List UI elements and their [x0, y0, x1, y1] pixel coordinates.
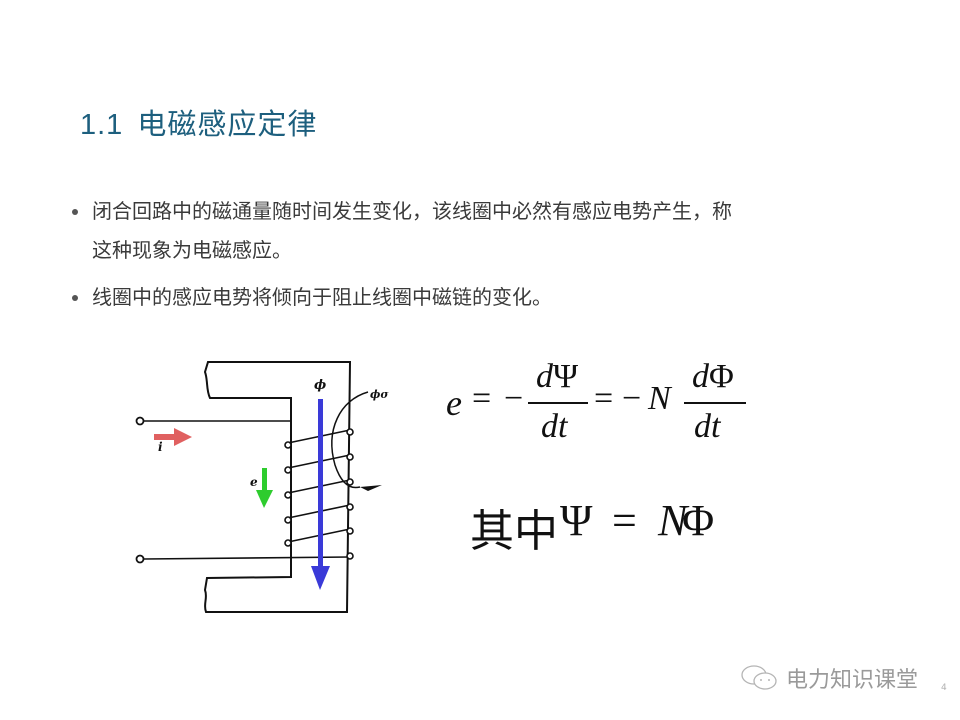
wechat-icon	[741, 665, 777, 690]
equals-sign: =	[594, 380, 614, 417]
fraction1-denominator: dt	[541, 408, 568, 445]
bullet-text-line: 这种现象为电磁感应。	[92, 238, 292, 262]
flux-label: ϕ	[314, 378, 326, 393]
title-number: 1.1	[80, 109, 124, 141]
terminal-bottom-icon	[135, 554, 145, 564]
bullet-dot-icon	[72, 295, 78, 301]
slide-title: 1.1 电磁感应定律	[80, 101, 317, 143]
leakage-flux-label: ϕσ	[370, 388, 389, 401]
fraction1-numerator: dΨ	[536, 358, 579, 395]
iron-core-shape	[203, 361, 352, 613]
equals-sign: =	[472, 380, 492, 417]
coil-core-diagram: ϕσ ϕ i e	[120, 350, 420, 630]
wechat-watermark: 电力知识课堂	[740, 662, 918, 694]
current-arrow-icon	[174, 428, 192, 446]
fraction2-bar	[684, 402, 746, 404]
phi-symbol: Φ	[682, 496, 715, 545]
terminal-top-icon	[135, 416, 145, 426]
minus-sign: −	[622, 380, 642, 417]
turns-symbol: N	[648, 380, 671, 417]
bullet-list: 闭合回路中的磁通量随时间发生变化，该线圈中必然有感应电势产生，称 这种现象为电磁…	[68, 192, 888, 317]
leakage-arrow-icon	[360, 485, 382, 491]
psi-symbol: Ψ	[560, 496, 593, 545]
flux-arrow-shaft	[318, 399, 323, 567]
emf-arrow-icon	[256, 490, 273, 508]
title-text: 电磁感应定律	[137, 107, 318, 141]
turns-symbol: N	[658, 496, 688, 545]
current-arrow-shaft	[154, 434, 178, 440]
bullet-item: 闭合回路中的磁通量随时间发生变化，该线圈中必然有感应电势产生，称 这种现象为电磁…	[68, 192, 888, 270]
where-text: 其中	[470, 507, 558, 556]
electromagnet-figure: ϕσ ϕ i e	[135, 361, 389, 613]
flux-arrow-icon	[311, 566, 330, 590]
fraction2-denominator: dt	[694, 408, 721, 445]
emf-label: e	[250, 475, 258, 489]
leakage-flux-curve	[331, 391, 369, 489]
fraction1-bar	[528, 402, 588, 404]
emf-symbol: e	[446, 383, 462, 423]
bullet-text-line: 线圈中的感应电势将倾向于阻止线圈中磁链的变化。	[92, 285, 552, 309]
page-number: 4	[941, 683, 947, 693]
bullet-text-line: 闭合回路中的磁通量随时间发生变化，该线圈中必然有感应电势产生，称	[92, 199, 732, 223]
watermark-text: 电力知识课堂	[786, 668, 919, 693]
current-label: i	[158, 440, 163, 454]
fraction2-numerator: dΦ	[692, 358, 734, 395]
faraday-formula: e = − dΨ dt = − N dΦ dt 其中 Ψ = N Φ	[440, 350, 760, 570]
bullet-dot-icon	[72, 209, 78, 215]
equals-sign: =	[612, 496, 637, 545]
bullet-item: 线圈中的感应电势将倾向于阻止线圈中磁链的变化。	[68, 278, 888, 317]
minus-sign: −	[504, 380, 524, 417]
emf-arrow-shaft	[262, 468, 267, 492]
emf-equation: e = − dΨ dt = − N dΦ dt	[440, 350, 760, 460]
